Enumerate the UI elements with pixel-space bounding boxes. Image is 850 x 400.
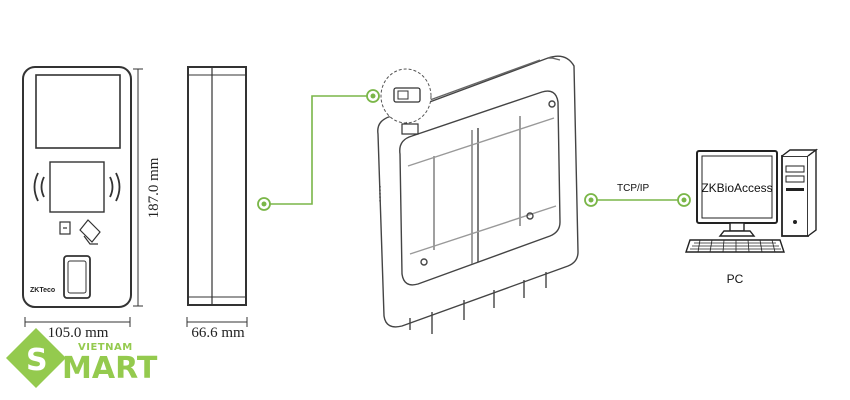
card-icon (59, 221, 71, 235)
connector-device-to-module (257, 89, 380, 211)
logo-s-letter: S (26, 343, 48, 378)
bracket-inner-window (399, 90, 561, 286)
connector-module-to-pc: TCP/IP (584, 183, 691, 207)
protocol-label: TCP/IP (617, 183, 650, 194)
width-dimension-label: 105.0 mm (48, 325, 109, 341)
software-label: ZKBioAccess (701, 181, 772, 195)
fingerprint-module-icon (380, 68, 432, 135)
device-front-view: ZKTeco 187.0 mm 105.0 mm (22, 66, 162, 341)
depth-dimension-label: 66.6 mm (191, 325, 245, 341)
monitor-icon (696, 150, 778, 237)
hand-card-icon (79, 219, 101, 245)
device-front-display (35, 74, 121, 149)
device-card-reader-area (49, 161, 105, 213)
vietnam-smart-watermark-logo: S VIETNAM MART (6, 328, 158, 388)
logo-main-text: MART (62, 351, 158, 386)
logo-top-text: VIETNAM (78, 342, 133, 353)
keyboard-icon (685, 239, 785, 253)
pc-workstation: ZKBioAccess (685, 148, 819, 286)
pc-tower-icon (781, 148, 819, 237)
height-dimension-label: 187.0 mm (146, 157, 162, 218)
logo-diamond-icon (6, 328, 66, 388)
device-side-body (187, 66, 247, 306)
device-brand-logo: ZKTeco (30, 287, 55, 294)
contactless-wave-icon (33, 172, 121, 202)
device-side-view: 66.6 mm (186, 66, 248, 341)
pc-label: PC (727, 272, 744, 286)
mounting-bracket (377, 55, 579, 334)
